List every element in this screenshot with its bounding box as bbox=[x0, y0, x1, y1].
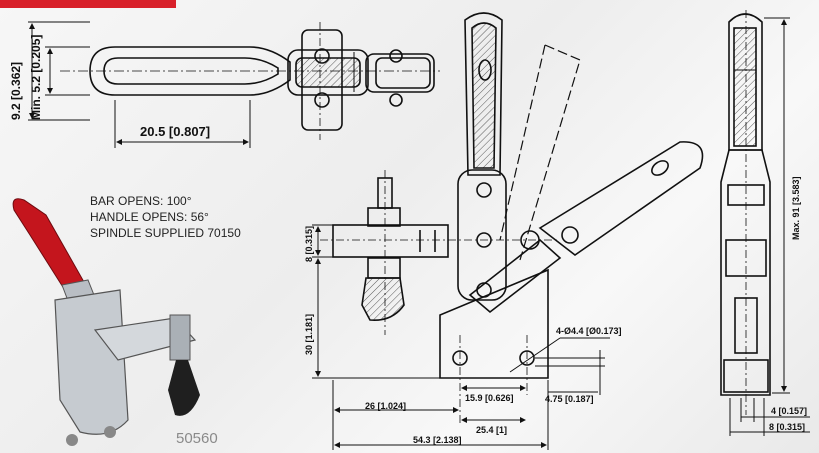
front-view-dimensions bbox=[729, 17, 810, 436]
product-photo bbox=[12, 198, 200, 446]
front-view bbox=[720, 13, 771, 396]
dim-max-91: Max. 91 [3.583] bbox=[791, 176, 801, 240]
specification-notes: BAR OPENS: 100° HANDLE OPENS: 56° SPINDL… bbox=[90, 193, 241, 241]
dim-30-1181: 30 [1.181] bbox=[304, 314, 314, 355]
bar-opens-note: BAR OPENS: 100° bbox=[90, 194, 192, 208]
dim-8-315-right: 8 [0.315] bbox=[769, 422, 805, 432]
dim-hole: 4-Ø4.4 [Ø0.173] bbox=[556, 326, 622, 336]
dim-min-205: Min. 5.2 [0.205] bbox=[29, 35, 43, 120]
dim-width-807: 20.5 [0.807] bbox=[140, 124, 210, 139]
handle-opens-note: HANDLE OPENS: 56° bbox=[90, 210, 209, 224]
dim-height-362: 9.2 [0.362] bbox=[9, 62, 23, 120]
dim-15-9: 15.9 [0.626] bbox=[465, 393, 514, 403]
top-view bbox=[60, 22, 440, 140]
side-view-dimensions bbox=[312, 224, 610, 450]
side-view-centerlines bbox=[320, 170, 560, 425]
dim-25-4: 25.4 [1] bbox=[476, 425, 507, 435]
model-number: 50560 bbox=[176, 430, 218, 447]
dim-54-3: 54.3 [2.138] bbox=[413, 435, 462, 445]
dim-8-315-left: 8 [0.315] bbox=[304, 226, 314, 262]
dim-4-75: 4.75 [0.187] bbox=[545, 394, 594, 404]
side-view bbox=[332, 12, 704, 379]
dim-26: 26 [1.024] bbox=[365, 401, 406, 411]
top-view-dimensions bbox=[28, 21, 251, 148]
brand-accent-bar bbox=[0, 0, 176, 8]
spindle-note: SPINDLE SUPPLIED 70150 bbox=[90, 226, 241, 240]
dim-4-157: 4 [0.157] bbox=[771, 406, 807, 416]
